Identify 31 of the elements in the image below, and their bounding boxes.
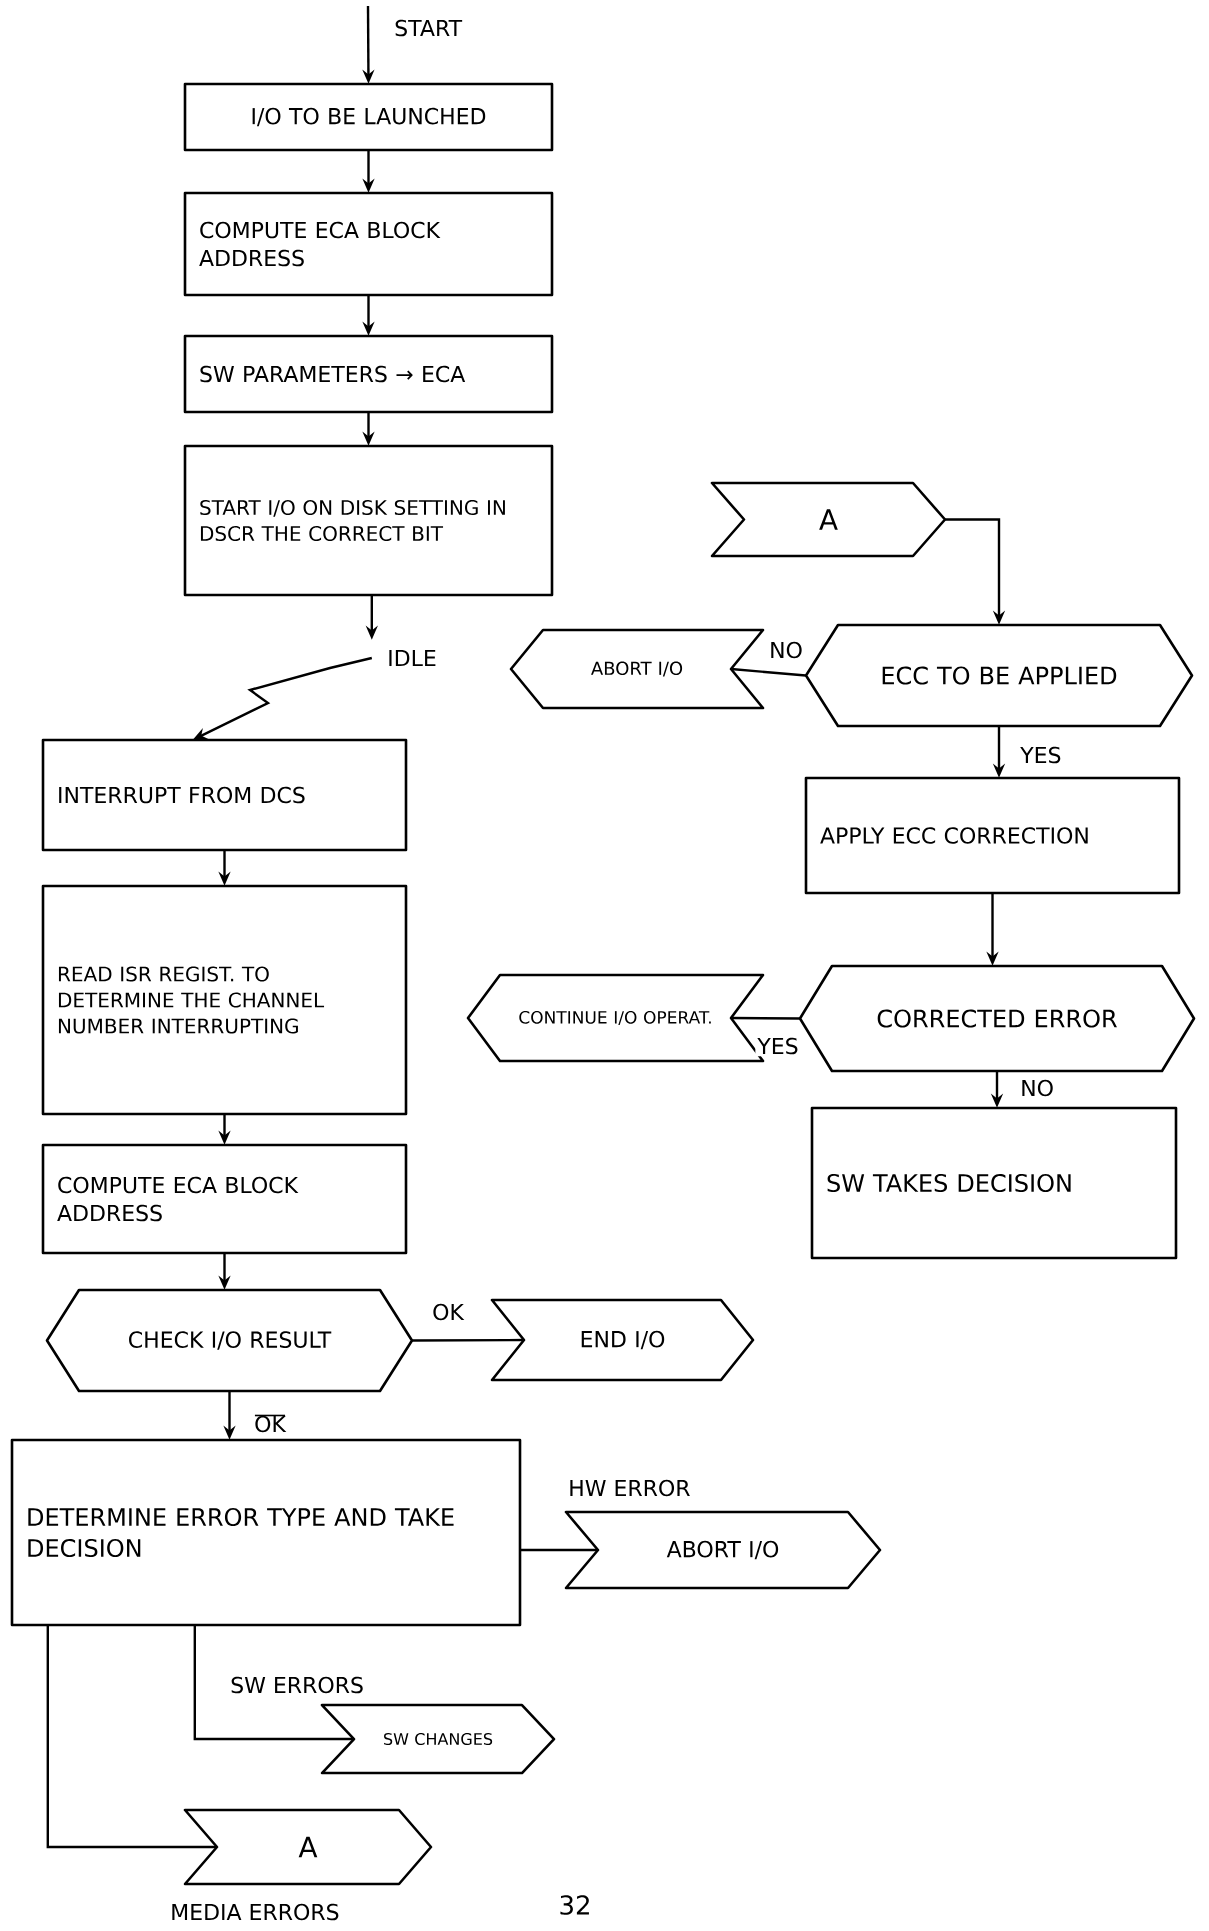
decision-hexagon: CHECK I/O RESULT — [45, 1288, 414, 1393]
process-box: READ ISR REGIST. TO DETERMINE THE CHANNEL NUMBER INTERRUPTING — [41, 884, 408, 1116]
edge-label: MEDIA ERRORS — [168, 1901, 342, 1923]
process-box: START I/O ON DISK SETTING IN DSCR THE CORRECT BIT — [183, 444, 554, 597]
process-box: DETERMINE ERROR TYPE AND TAKE DECISION — [10, 1438, 522, 1627]
connector-flag: ABORT I/O — [564, 1510, 882, 1590]
edge-label: OK — [430, 1301, 466, 1323]
process-box: APPLY ECC CORRECTION — [804, 776, 1181, 895]
edge-label: NO — [767, 639, 805, 661]
process-box: I/O TO BE LAUNCHED — [183, 82, 554, 152]
connector-flag: A — [710, 481, 947, 558]
edge-label: START — [392, 17, 465, 39]
process-box: INTERRUPT FROM DCS — [41, 738, 408, 852]
edge-label: YES — [1018, 744, 1064, 766]
state-text: IDLE — [389, 650, 436, 667]
edge-label: NO — [1018, 1077, 1056, 1099]
page-number: 32 — [560, 1895, 589, 1915]
process-box: SW PARAMETERS → ECA — [183, 334, 554, 414]
connector-flag: A — [183, 1808, 433, 1886]
process-box: COMPUTE ECA BLOCK ADDRESS — [183, 191, 554, 297]
decision-hexagon: CORRECTED ERROR — [798, 964, 1196, 1073]
edge-label: SW ERRORS — [228, 1674, 366, 1696]
edge-label: OK — [252, 1413, 288, 1435]
connector-flag: ABORT I/O — [509, 628, 765, 710]
edge-label: HW ERROR — [566, 1477, 693, 1499]
decision-hexagon: ECC TO BE APPLIED — [804, 623, 1194, 728]
process-box: COMPUTE ECA BLOCK ADDRESS — [41, 1143, 408, 1255]
connector-flag: SW CHANGES — [320, 1703, 556, 1775]
connector-flag: END I/O — [490, 1298, 755, 1382]
edge-label: YES — [755, 1035, 801, 1057]
process-box: SW TAKES DECISION — [810, 1106, 1178, 1260]
